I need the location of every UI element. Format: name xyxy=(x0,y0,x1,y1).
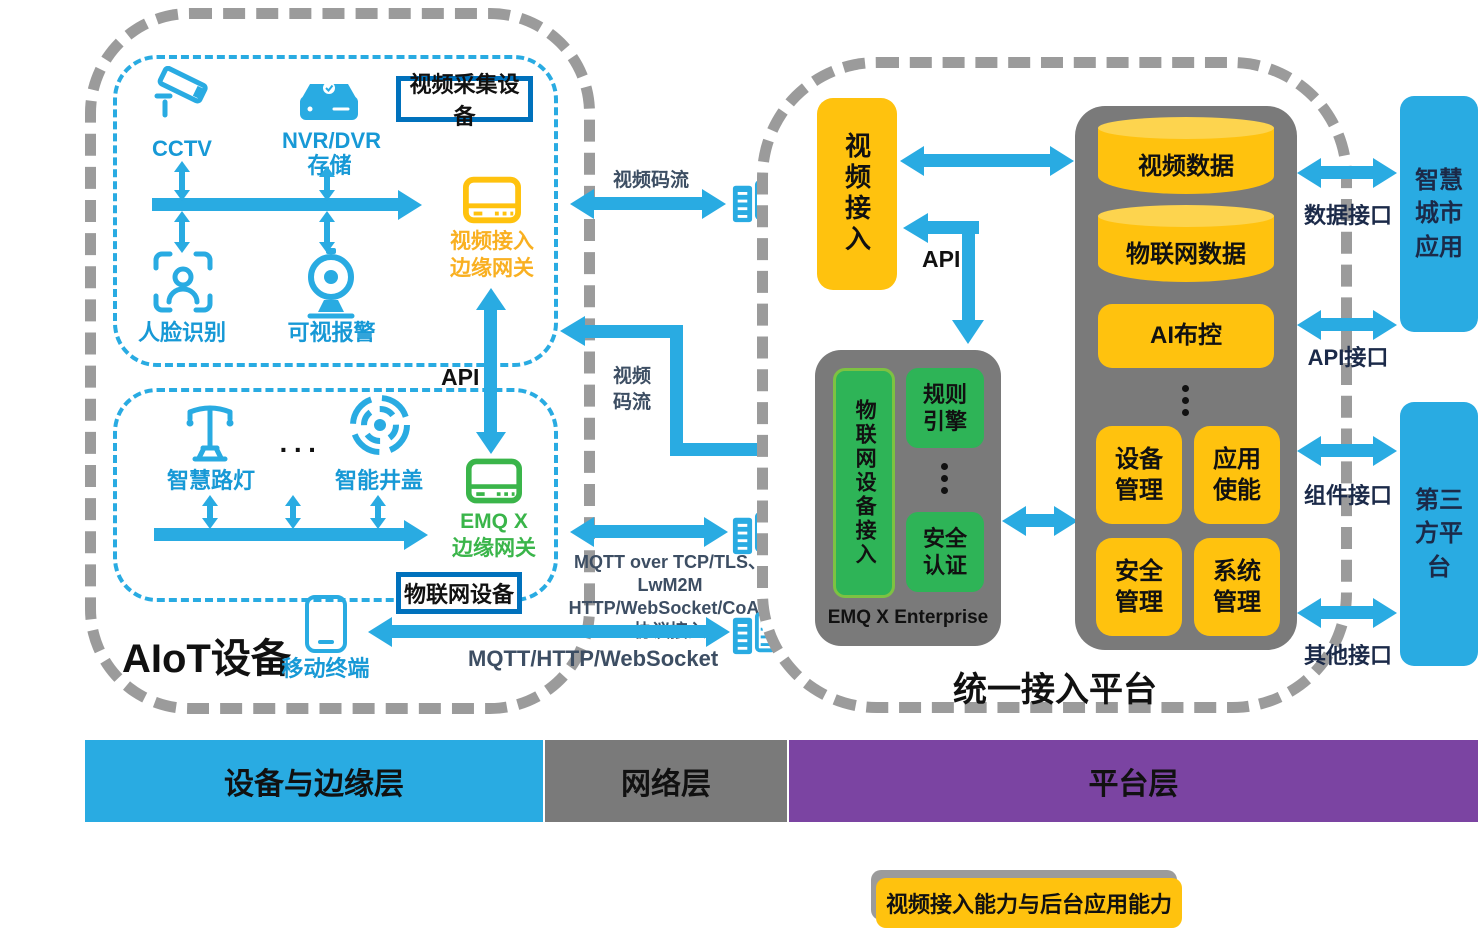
iot-device-group xyxy=(113,388,558,602)
data-interface-label: 数据接口 xyxy=(1303,203,1392,228)
cctv-icon xyxy=(150,65,214,130)
legend-box: 视频接入能力与后台应用能力 xyxy=(876,878,1182,928)
api-interface-label: API接口 xyxy=(1307,345,1389,370)
nvr-dvr-icon xyxy=(296,78,362,126)
aiot-section-label: AIoT设备 xyxy=(122,637,291,681)
face-recognition-icon xyxy=(152,250,214,314)
face-bus-link-arrow xyxy=(174,211,190,253)
third-party-platform-box: 第三 方平 台 xyxy=(1400,402,1478,666)
video-capture-title-box: 视频采集设备 xyxy=(396,72,533,129)
video-access-box: 视频接入 xyxy=(817,98,897,290)
app-enable-box: 应用 使能 xyxy=(1194,426,1280,524)
elbow-arrowhead-left xyxy=(560,316,585,346)
video-access-data-arrow xyxy=(900,145,1074,176)
iot-bus-arrow xyxy=(154,519,428,550)
legend-label: 视频接入能力与后台应用能力 xyxy=(885,892,1172,917)
mobile-terminal-label: 移动终端 xyxy=(281,656,370,681)
ai-control-box: AI布控 xyxy=(1098,304,1274,368)
manhole-bus-link-arrow xyxy=(370,495,386,529)
mobile-protocol-arrow xyxy=(368,616,730,647)
video-data-cylinder: 视频数据 xyxy=(1098,117,1274,194)
emqx-edge-gateway-icon xyxy=(466,458,522,504)
platform-layer-bar: 平台层 xyxy=(789,740,1478,822)
smart-manhole-icon xyxy=(348,392,412,458)
video-stream-elbow-label: 视频 码流 xyxy=(612,366,651,413)
device-edge-layer-bar: 设备与边缘层 xyxy=(85,740,543,822)
api-interface-arrow xyxy=(1297,309,1397,340)
network-layer-bar: 网络层 xyxy=(545,740,787,822)
iot-device-access-label: 物联网设备接入 xyxy=(853,399,877,567)
video-access-label: 视频接入 xyxy=(841,132,872,256)
emqx-edge-gateway-label: EMQ X 边缘网关 xyxy=(452,510,536,561)
smart-lamp-label: 智慧路灯 xyxy=(166,468,255,493)
smart-lamp-icon xyxy=(182,396,238,464)
edge-api-label: API xyxy=(441,364,480,390)
platform-api-arrowhead-left xyxy=(903,213,928,243)
platform-api-arrowhead-down xyxy=(952,320,984,344)
iot-device-title: 物联网设备 xyxy=(403,582,514,607)
video-edge-gateway-label: 视频接入 边缘网关 xyxy=(450,230,534,281)
data-interface-arrow xyxy=(1297,157,1397,188)
mobile-protocol-label: MQTT/HTTP/WebSocket xyxy=(468,646,719,671)
component-interface-arrow xyxy=(1297,435,1397,466)
device-mgmt-box: 设备 管理 xyxy=(1096,426,1182,524)
visual-alarm-label: 可视报警 xyxy=(287,320,376,345)
platform-title: 统一接入平台 xyxy=(953,671,1157,709)
rule-engine-box: 规则 引擎 xyxy=(906,368,984,448)
smart-city-app-box: 智慧 城市 应用 xyxy=(1400,96,1478,332)
video-capture-title: 视频采集设备 xyxy=(409,72,520,129)
network-layer-label: 网络层 xyxy=(621,768,711,801)
mobile-terminal-icon xyxy=(303,594,349,654)
nvr-dvr-label: NVR/DVR 存储 xyxy=(282,128,382,178)
video-stream-arrow xyxy=(570,188,726,219)
elbow-arrow-seg1 xyxy=(584,325,683,338)
other-interface-label: 其他接口 xyxy=(1303,643,1392,668)
cctv-label: CCTV xyxy=(152,136,212,161)
video-data-label: 视频数据 xyxy=(1138,152,1234,180)
device-edge-layer-label: 设备与边缘层 xyxy=(224,768,404,801)
platform-api-label: API xyxy=(922,246,961,272)
lamp-bus-link-arrow xyxy=(202,495,218,529)
ellipsis-dots: ··· xyxy=(279,434,323,465)
security-mgmt-box: 安全 管理 xyxy=(1096,538,1182,636)
system-mgmt-box: 系统 管理 xyxy=(1194,538,1280,636)
other-interface-arrow xyxy=(1297,597,1397,628)
nvr-bus-link-arrow xyxy=(319,166,335,201)
iot-protocol-arrow xyxy=(570,516,728,547)
face-recognition-label: 人脸识别 xyxy=(137,320,226,345)
cctv-bus-link-arrow xyxy=(174,161,190,201)
video-capture-group xyxy=(113,55,558,367)
elbow-arrow-seg3 xyxy=(670,443,760,456)
ai-control-label: AI布控 xyxy=(1150,322,1222,350)
platform-api-seg-v xyxy=(962,221,975,320)
services-ellipsis-dots xyxy=(1182,380,1189,421)
iot-device-title-box: 物联网设备 xyxy=(396,572,522,614)
smart-manhole-label: 智能井盖 xyxy=(334,468,423,493)
iot-data-cylinder: 物联网数据 xyxy=(1098,205,1274,282)
dots-bus-link-arrow xyxy=(285,495,301,529)
video-bus-arrow xyxy=(152,189,422,220)
video-edge-gateway-icon xyxy=(463,176,521,224)
visual-alarm-icon xyxy=(300,246,362,320)
emqx-services-arrow xyxy=(1002,505,1078,536)
alarm-bus-link-arrow xyxy=(319,211,335,253)
video-stream-top-label: 视频码流 xyxy=(612,170,689,191)
platform-layer-label: 平台层 xyxy=(1088,768,1179,801)
iot-device-access-box: 物联网设备接入 xyxy=(833,368,895,598)
component-interface-label: 组件接口 xyxy=(1303,483,1392,508)
iot-data-label: 物联网数据 xyxy=(1126,240,1246,268)
emqx-ellipsis-dots xyxy=(941,458,948,499)
edge-api-arrow xyxy=(475,288,506,454)
elbow-arrow-seg2 xyxy=(670,325,683,456)
security-auth-box: 安全 认证 xyxy=(906,512,984,592)
emqx-enterprise-label: EMQ X Enterprise xyxy=(827,607,989,628)
